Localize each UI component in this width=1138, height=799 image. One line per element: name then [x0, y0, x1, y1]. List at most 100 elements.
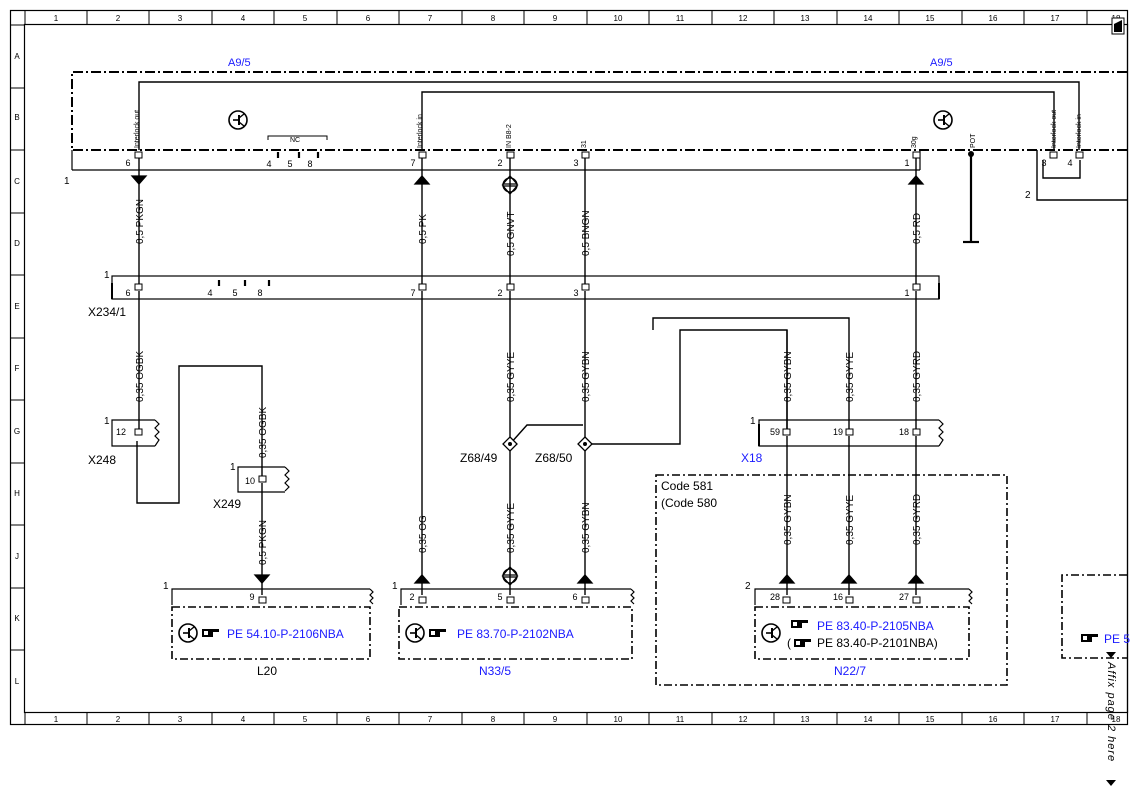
- col-label: 16: [989, 715, 998, 724]
- side-mark: 1: [104, 270, 110, 281]
- wire-label: 0,35 GYBN: [581, 351, 592, 402]
- row-label: J: [15, 552, 19, 561]
- pin-number: 27: [899, 592, 909, 602]
- a9-5-label-left[interactable]: A9/5: [228, 57, 251, 69]
- drawing-frame: [9, 9, 1129, 726]
- row-label: B: [14, 113, 19, 122]
- wire-label: 0,35 GYYE: [845, 352, 856, 402]
- wire-label: 0,5 GNVT: [506, 212, 517, 256]
- side-mark: 2: [1025, 190, 1031, 201]
- pin-name-interlock-out: Interlock out: [134, 110, 141, 148]
- row-label: C: [14, 177, 20, 186]
- side-mark: 1: [104, 416, 110, 427]
- electronic-component-icon: [761, 623, 781, 643]
- side-mark: 1: [163, 581, 169, 592]
- pin-number: 2: [409, 592, 414, 602]
- l20-label: L20: [257, 664, 277, 678]
- pin-number: 8: [307, 159, 312, 169]
- pin-name-interlock-out-right: Interlock out: [1051, 110, 1058, 148]
- affix-note: Affix page 2 here: [1105, 652, 1117, 786]
- wire-label: 0,35 GYRD: [912, 351, 923, 402]
- wire-label: 0,35 OGBK: [258, 407, 269, 458]
- connector-fills: [415, 176, 923, 184]
- code-581-label: Code 581: [661, 479, 713, 493]
- connector-symbols-bottom: [253, 566, 925, 586]
- n33-5-label[interactable]: N33/5: [479, 664, 511, 678]
- x18-connector: [758, 419, 944, 447]
- col-label: 15: [926, 14, 935, 23]
- reference-hand-icon: [202, 629, 219, 637]
- col-label: 8: [491, 14, 496, 23]
- code-581-box: [655, 474, 1008, 686]
- col-label: 11: [676, 14, 685, 23]
- x249-label: X249: [213, 497, 241, 511]
- pin-number: 5: [287, 159, 292, 169]
- pin-number: 3: [573, 158, 578, 168]
- col-label: 3: [178, 715, 183, 724]
- n33-5-device: [398, 588, 635, 660]
- connector-symbols-top: [130, 175, 925, 195]
- pin-number: 19: [833, 427, 843, 437]
- electronic-component-icon: [178, 623, 198, 643]
- pin-number: 3: [573, 288, 578, 298]
- reference-link-l20[interactable]: PE 54.10-P-2106NBA: [227, 627, 344, 641]
- reference-link-n33[interactable]: PE 83.70-P-2102NBA: [457, 627, 574, 641]
- row-label: D: [14, 239, 20, 248]
- n33-pin-markers: [418, 596, 590, 604]
- col-label: 1: [54, 14, 59, 23]
- x18-label[interactable]: X18: [741, 451, 763, 465]
- row-label: H: [14, 489, 20, 498]
- pin-number: 28: [770, 592, 780, 602]
- page-corner-icon: [1111, 17, 1125, 35]
- electronic-component-icon: [933, 110, 953, 130]
- wire-label: 0,35 GYYE: [506, 503, 517, 553]
- col-label: 17: [1051, 715, 1060, 724]
- reference-hand-icon: [429, 629, 446, 637]
- pin-number: 6: [572, 592, 577, 602]
- col-label: 8: [491, 715, 496, 724]
- col-label: 7: [428, 715, 433, 724]
- wire-label: 0,35 OGBK: [135, 351, 146, 402]
- col-label: 1: [54, 715, 59, 724]
- wire-label: 0,35 GYBN: [783, 351, 794, 402]
- a9-5-label-right[interactable]: A9/5: [930, 57, 953, 69]
- pin-number: 1: [904, 158, 909, 168]
- wire-label: 0,35 GYBN: [581, 502, 592, 553]
- col-label: 16: [989, 14, 998, 23]
- col-label: 6: [366, 715, 371, 724]
- pin-number: 10: [245, 476, 255, 486]
- wire-label: 0,5 PKGN: [135, 199, 146, 244]
- pin-number: 5: [232, 288, 237, 298]
- n22-7-label[interactable]: N22/7: [834, 664, 866, 678]
- wire-label: 0,35 GYYE: [506, 352, 517, 402]
- col-label: 14: [864, 715, 873, 724]
- a9-pin-markers: [134, 151, 1084, 159]
- col-label: 10: [614, 14, 623, 23]
- side-mark: 1: [64, 176, 70, 187]
- pin-number: 18: [899, 427, 909, 437]
- col-label: 9: [553, 14, 558, 23]
- reference-link-n22-a[interactable]: PE 83.40-P-2105NBA: [817, 619, 934, 633]
- x234-pin-markers: [134, 283, 921, 291]
- pin-name-interlock-in: Interlock in: [417, 114, 424, 148]
- column-labels-top: 1 2 3 4 5 6 7 8 9 10 11 12 13 14 15 16 1…: [54, 14, 1121, 23]
- col-label: 4: [241, 715, 246, 724]
- row-label: G: [14, 427, 20, 436]
- pin-number: 2: [497, 288, 502, 298]
- reference-link-right[interactable]: PE 5: [1104, 632, 1130, 646]
- wire-label: 0,35 GYYE: [845, 495, 856, 545]
- pin-number: 6: [125, 158, 130, 168]
- row-grid: [10, 24, 24, 651]
- col-label: 5: [303, 715, 308, 724]
- pin-number: 6: [125, 288, 130, 298]
- pin-name-31: 31: [581, 140, 588, 148]
- electronic-component-icon: [405, 623, 425, 643]
- x248-label: X248: [88, 453, 116, 467]
- col-label: 12: [739, 14, 748, 23]
- column-grid: [24, 10, 1088, 725]
- side-mark: 1: [750, 416, 756, 427]
- splice-points: [502, 436, 593, 452]
- x234-1-label: X234/1: [88, 305, 126, 319]
- row-label: E: [14, 302, 19, 311]
